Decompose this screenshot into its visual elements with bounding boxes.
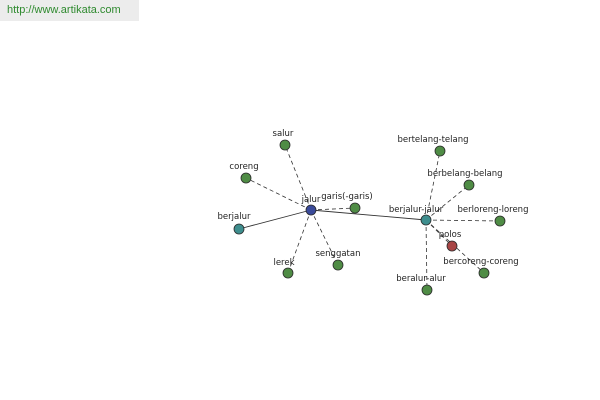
node-label[interactable]: berjalur — [218, 212, 251, 222]
node-senggatan[interactable]: senggatan — [316, 249, 361, 271]
node-dot[interactable] — [279, 139, 291, 151]
node-label[interactable]: bercoreng-coreng — [443, 257, 518, 267]
node-polos[interactable]: polos — [439, 230, 462, 252]
node-dot[interactable] — [305, 204, 317, 216]
node-label[interactable]: jalur — [301, 195, 321, 205]
edge-jalur-to-garis-garis — [310, 207, 356, 211]
node-berjalur[interactable]: berjalur — [218, 212, 251, 235]
node-dot[interactable] — [233, 223, 245, 235]
edge-berjalur-jalur-to-berloreng-loreng — [425, 219, 501, 222]
edge-jalur-to-salur — [284, 144, 312, 211]
site-url-banner[interactable]: http://www.artikata.com — [0, 0, 139, 21]
node-bertelang-telang[interactable]: bertelang-telang — [397, 135, 469, 157]
node-beralur-alur[interactable]: beralur-alur — [396, 274, 446, 296]
edge-jalur-to-senggatan — [310, 209, 339, 266]
node-label[interactable]: lerek — [273, 258, 294, 268]
node-label[interactable]: garis(-garis) — [321, 192, 372, 202]
graph-edges — [238, 144, 501, 291]
node-dot[interactable] — [240, 172, 252, 184]
node-jalur[interactable]: jalur — [301, 195, 321, 216]
node-salur[interactable]: salur — [273, 129, 294, 151]
edge-jalur-to-coreng — [245, 177, 312, 211]
node-label[interactable]: salur — [273, 129, 294, 139]
node-coreng[interactable]: coreng — [229, 162, 259, 184]
node-label[interactable]: berloreng-loreng — [458, 205, 529, 215]
node-label[interactable]: berbelang-belang — [427, 169, 502, 179]
node-bercoreng-coreng[interactable]: bercoreng-coreng — [443, 257, 519, 279]
edge-berjalur-jalur-to-beralur-alur — [425, 219, 428, 291]
node-label[interactable]: berjalur-jalur — [389, 205, 444, 215]
node-dot[interactable] — [434, 145, 446, 157]
node-dot[interactable] — [478, 267, 490, 279]
node-lerek[interactable]: lerek — [273, 258, 295, 279]
edge-berjalur-to-jalur — [238, 209, 312, 230]
node-berloreng-loreng[interactable]: berloreng-loreng — [458, 205, 529, 227]
graph-nodes: jalur berjalur-jalur berjalur salur coreng ga… — [218, 129, 529, 296]
edge-berjalur-jalur-to-berbelang-belang — [425, 184, 470, 221]
edge-berjalur-jalur-to-bercoreng-coreng — [425, 219, 485, 274]
node-garis-garis[interactable]: garis(-garis) — [321, 192, 373, 214]
node-dot[interactable] — [494, 215, 506, 227]
node-dot[interactable] — [349, 202, 361, 214]
node-berbelang-belang[interactable]: berbelang-belang — [427, 169, 503, 191]
edge-berjalur-jalur-to-bertelang-telang — [425, 150, 441, 221]
node-dot[interactable] — [421, 284, 433, 296]
node-dot[interactable] — [463, 179, 475, 191]
node-dot[interactable] — [446, 240, 458, 252]
node-dot[interactable] — [420, 214, 432, 226]
node-label[interactable]: polos — [439, 230, 462, 240]
node-berjalur-jalur[interactable]: berjalur-jalur — [389, 205, 444, 226]
node-dot[interactable] — [282, 267, 294, 279]
node-dot[interactable] — [332, 259, 344, 271]
edge-berjalur-jalur-to-polos — [425, 219, 453, 247]
node-label[interactable]: senggatan — [316, 249, 361, 259]
node-label[interactable]: bertelang-telang — [397, 135, 468, 145]
edge-jalur-to-berjalur-jalur — [310, 209, 427, 221]
node-label[interactable]: coreng — [229, 162, 258, 172]
node-label[interactable]: beralur-alur — [396, 274, 446, 284]
